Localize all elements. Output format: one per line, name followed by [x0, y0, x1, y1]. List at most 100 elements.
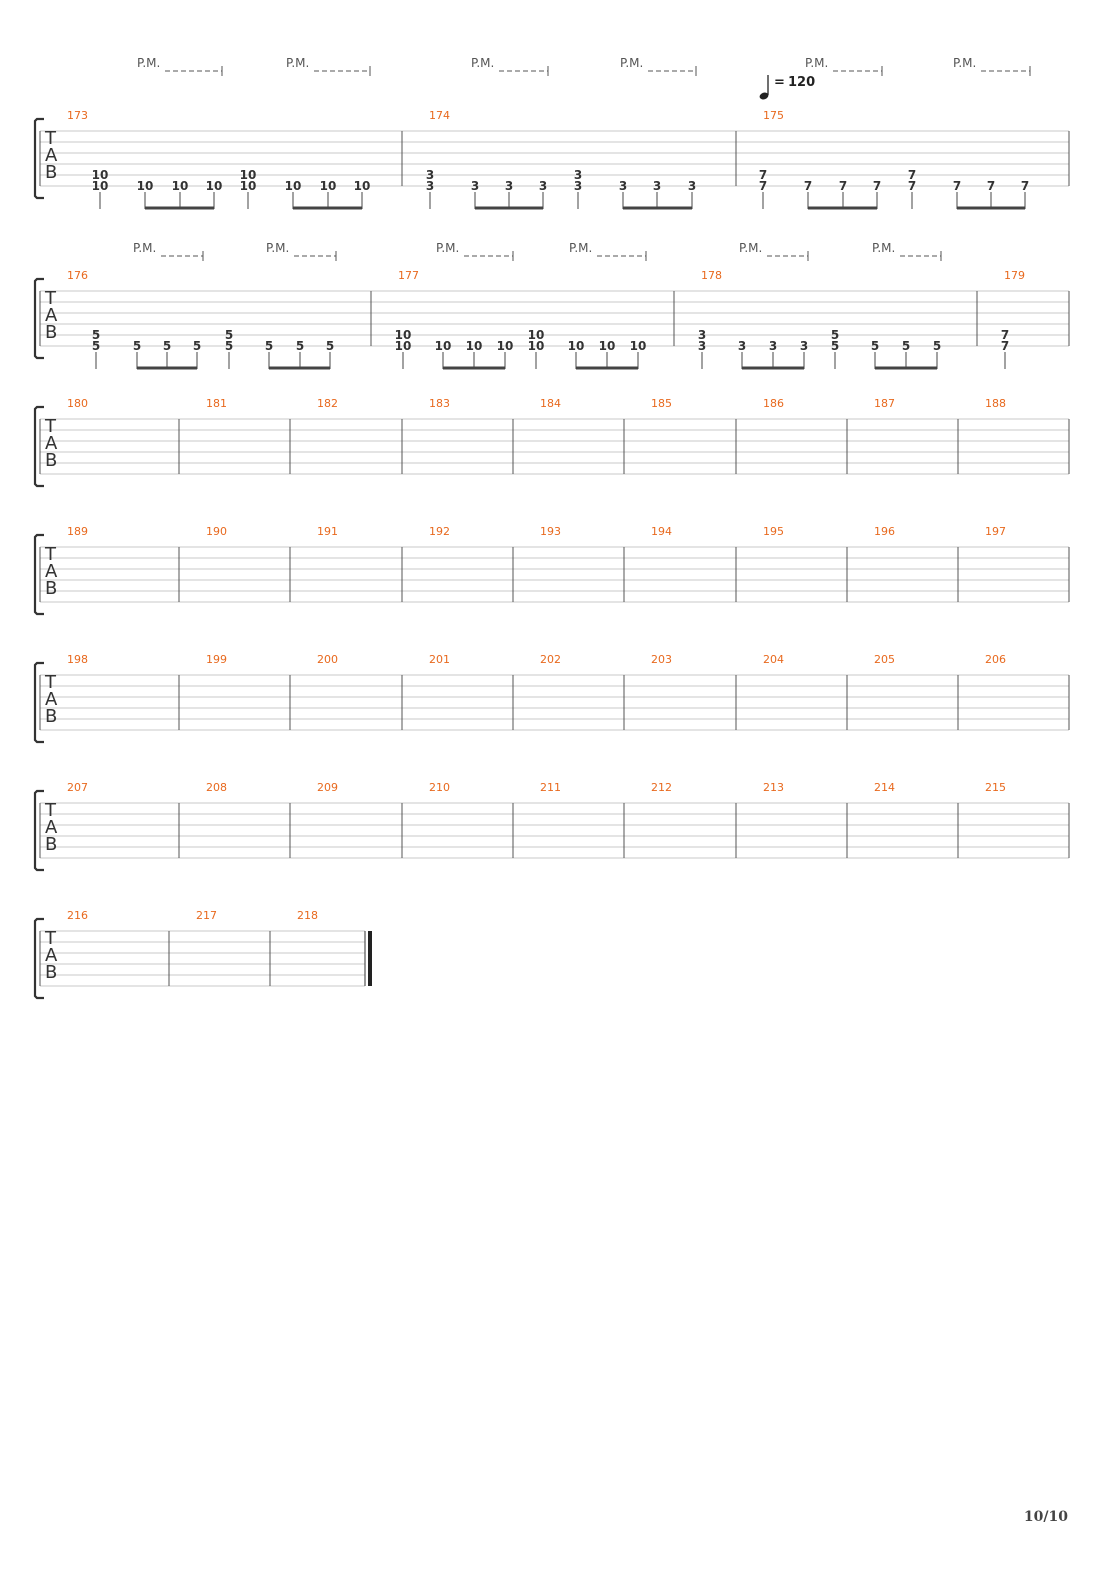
fret-number: 5: [225, 339, 233, 353]
tempo-equals: =: [774, 75, 785, 90]
measure-number: 203: [651, 653, 672, 666]
measure-number: 187: [874, 397, 895, 410]
system-bracket: [33, 117, 44, 200]
page-number: 10/10: [1023, 1509, 1068, 1525]
measure-number: 201: [429, 653, 450, 666]
measure-number: 202: [540, 653, 561, 666]
measure-number: 190: [206, 525, 227, 538]
tab-clef-letter: T: [44, 800, 57, 821]
fret-number: 5: [933, 339, 941, 353]
palm-mute-label: P.M.: [953, 56, 976, 70]
fret-number: 10: [528, 328, 545, 342]
tab-clef-letter: A: [45, 817, 58, 838]
fret-number: 5: [902, 339, 910, 353]
final-barline: [368, 931, 372, 986]
measure-number: 188: [985, 397, 1006, 410]
tab-clef-letter: A: [45, 305, 58, 326]
fret-number: 10: [240, 168, 257, 182]
fret-number: 10: [206, 179, 223, 193]
measure-number: 186: [763, 397, 784, 410]
fret-number: 10: [630, 339, 647, 353]
fret-number: 3: [539, 179, 547, 193]
measure-number: 205: [874, 653, 895, 666]
tab-clef-letter: B: [45, 706, 57, 727]
palm-mute-label: P.M.: [133, 241, 156, 255]
fret-number: 5: [831, 339, 839, 353]
measure-number: 180: [67, 397, 88, 410]
measure-number: 174: [429, 109, 450, 122]
measure-number: 200: [317, 653, 338, 666]
fret-number: 7: [1001, 328, 1009, 342]
fret-number: 3: [471, 179, 479, 193]
fret-number: 7: [953, 179, 961, 193]
system-bracket: [33, 789, 44, 872]
system-bracket: [33, 661, 44, 744]
fret-number: 3: [653, 179, 661, 193]
measure-number: 208: [206, 781, 227, 794]
system-bracket: [33, 533, 44, 616]
fret-number: 5: [326, 339, 334, 353]
fret-number: 7: [987, 179, 995, 193]
fret-number: 7: [804, 179, 812, 193]
fret-number: 5: [296, 339, 304, 353]
fret-number: 10: [137, 179, 154, 193]
measure-number: 211: [540, 781, 561, 794]
measure-number: 217: [196, 909, 217, 922]
fret-number: 3: [698, 339, 706, 353]
fret-number: 5: [92, 328, 100, 342]
fret-number: 5: [265, 339, 273, 353]
measure-number: 196: [874, 525, 895, 538]
fret-number: 10: [172, 179, 189, 193]
fret-number: 10: [435, 339, 452, 353]
palm-mute-label: P.M.: [436, 241, 459, 255]
fret-number: 3: [738, 339, 746, 353]
measure-number: 209: [317, 781, 338, 794]
measure-number: 206: [985, 653, 1006, 666]
tab-clef-letter: A: [45, 145, 58, 166]
tab-clef-letter: B: [45, 962, 57, 983]
measure-number: 212: [651, 781, 672, 794]
tab-clef-letter: T: [44, 544, 57, 565]
measure-number: 181: [206, 397, 227, 410]
measure-number: 191: [317, 525, 338, 538]
fret-number: 7: [1021, 179, 1029, 193]
measure-number: 216: [67, 909, 88, 922]
fret-number: 3: [698, 328, 706, 342]
tab-clef-letter: T: [44, 928, 57, 949]
fret-number: 10: [528, 339, 545, 353]
tab-clef-letter: A: [45, 945, 58, 966]
fret-number: 10: [92, 179, 109, 193]
fret-number: 5: [831, 328, 839, 342]
palm-mute-label: P.M.: [471, 56, 494, 70]
palm-mute-label: P.M.: [805, 56, 828, 70]
fret-number: 7: [908, 179, 916, 193]
tab-clef-letter: B: [45, 322, 57, 343]
fret-number: 3: [574, 179, 582, 193]
fret-number: 7: [839, 179, 847, 193]
fret-number: 10: [92, 168, 109, 182]
measure-number: 210: [429, 781, 450, 794]
palm-mute-label: P.M.: [872, 241, 895, 255]
measure-number: 204: [763, 653, 784, 666]
measure-number: 179: [1004, 269, 1025, 282]
palm-mute-label: P.M.: [137, 56, 160, 70]
measure-number: 178: [701, 269, 722, 282]
measure-number: 182: [317, 397, 338, 410]
measure-number: 193: [540, 525, 561, 538]
fret-number: 3: [688, 179, 696, 193]
system-bracket: [33, 405, 44, 488]
measure-number: 192: [429, 525, 450, 538]
tab-clef-letter: B: [45, 578, 57, 599]
palm-mute-label: P.M.: [286, 56, 309, 70]
fret-number: 10: [354, 179, 371, 193]
fret-number: 3: [505, 179, 513, 193]
fret-number: 3: [800, 339, 808, 353]
fret-number: 3: [619, 179, 627, 193]
measure-number: 177: [398, 269, 419, 282]
fret-number: 7: [873, 179, 881, 193]
palm-mute-label: P.M.: [266, 241, 289, 255]
palm-mute-label: P.M.: [739, 241, 762, 255]
fret-number: 7: [759, 168, 767, 182]
tab-clef-letter: B: [45, 834, 57, 855]
